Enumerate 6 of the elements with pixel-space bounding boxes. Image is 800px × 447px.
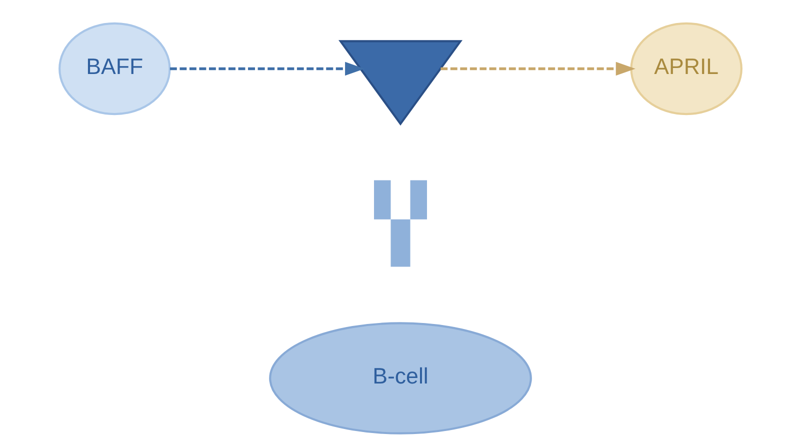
arrow — [440, 62, 635, 76]
node-picture — [338, 40, 462, 126]
node-ellipse: BAFF — [58, 22, 170, 116]
arrow — [169, 62, 364, 76]
node-ellipse: APRIL — [630, 22, 742, 116]
node-ellipse: B-cell — [268, 322, 532, 434]
